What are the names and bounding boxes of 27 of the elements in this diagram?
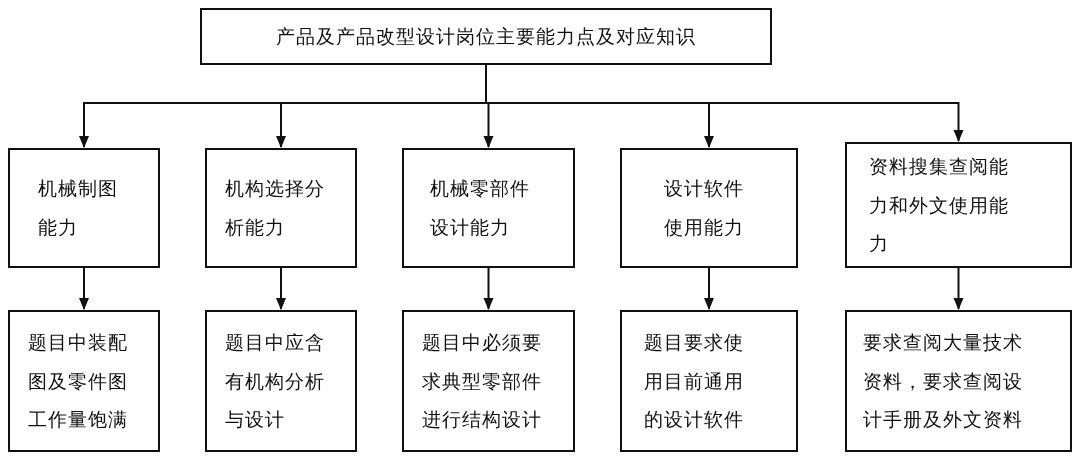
box-label: 机械零部件设计能力	[430, 176, 531, 240]
process-box	[8, 148, 160, 268]
process-box	[402, 148, 575, 268]
box-label: 机构选择分析能力	[225, 176, 326, 240]
arrow	[79, 267, 89, 310]
box-label: 题目中必须要求典型零部件进行结构设计	[422, 329, 543, 433]
process-box	[620, 310, 798, 452]
box-label: 题目中应含有机构分析与设计	[225, 329, 326, 433]
process-box	[845, 310, 1072, 452]
arrow	[704, 267, 714, 310]
process-box	[402, 310, 575, 452]
box-label: 题目中装配图及零件图工作量饱满	[28, 329, 129, 433]
arrow	[483, 267, 494, 310]
box-label: 资料搜集查阅能力和外文使用能力	[869, 153, 1010, 257]
box-label: 设计软件使用能力	[664, 176, 745, 240]
process-box	[620, 148, 798, 268]
box-label: 机械制图能力	[38, 176, 119, 240]
process-box	[845, 142, 1072, 268]
box-label: 题目要求使用目前通用的设计软件	[644, 329, 745, 433]
box-label: 产品及产品改型设计岗位主要能力点及对应知识	[276, 24, 696, 50]
box-label: 要求查阅大量技术资料，要求查阅设计手册及外文资料	[863, 329, 1024, 433]
arrow	[953, 267, 964, 310]
arrow	[276, 267, 286, 310]
process-box	[205, 148, 357, 268]
process-box	[205, 310, 357, 452]
process-box	[200, 8, 772, 65]
process-box	[8, 310, 160, 452]
